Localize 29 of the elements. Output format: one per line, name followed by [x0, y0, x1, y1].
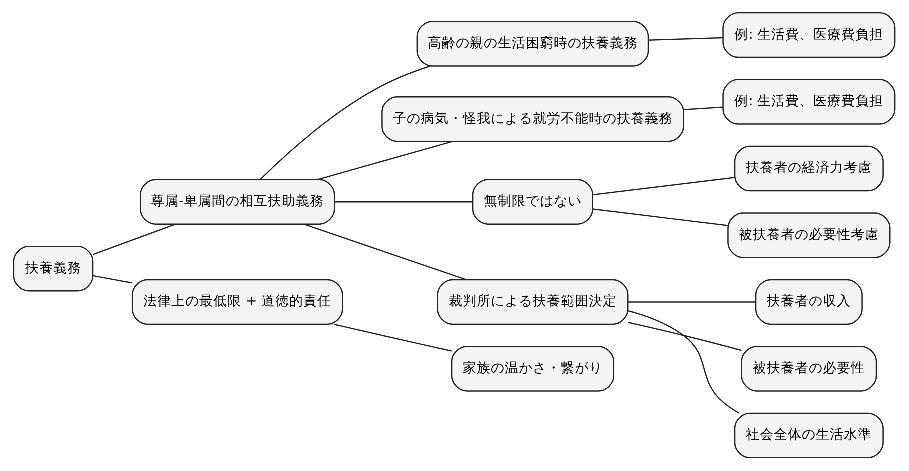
connector [592, 177, 735, 196]
connector [334, 324, 452, 352]
node-box: 被扶養者の必要性考慮 [728, 212, 891, 258]
node-box: 高齢の親の生活困窮時の扶養義務 [416, 21, 650, 67]
connector [628, 302, 756, 303]
node-box: 法律上の最低限 + 道徳的責任 [132, 279, 344, 326]
node-box: 無制限ではない [472, 179, 594, 225]
connector [592, 208, 728, 226]
node-box: 裁判所による扶養範囲決定 [437, 279, 629, 326]
node-box: 扶養者の収入 [755, 279, 863, 326]
connector [648, 37, 724, 41]
node-box: 被扶養者の必要性 [741, 346, 878, 392]
connector [260, 66, 431, 180]
node-box: 子の病気・怪我による就労不能時の扶養義務 [382, 96, 684, 142]
node-box: 社会全体の生活水準 [734, 412, 884, 459]
connector [318, 141, 453, 180]
connector [93, 224, 176, 256]
connector [334, 202, 473, 203]
node-box: 尊属-卑属間の相互扶助義務 [140, 179, 336, 225]
connector [684, 106, 723, 110]
node-box: 例: 生活費、医療費負担 [722, 79, 896, 125]
node-box: 扶養者の経済力考慮 [734, 146, 884, 192]
node-box: 扶養義務 [13, 246, 94, 292]
connector [304, 224, 467, 281]
connector [93, 275, 133, 284]
connector [628, 322, 742, 352]
connector [628, 310, 740, 414]
node-box: 家族の温かさ・繋がり [451, 346, 615, 392]
node-box: 例: 生活費、医療費負担 [722, 12, 896, 58]
